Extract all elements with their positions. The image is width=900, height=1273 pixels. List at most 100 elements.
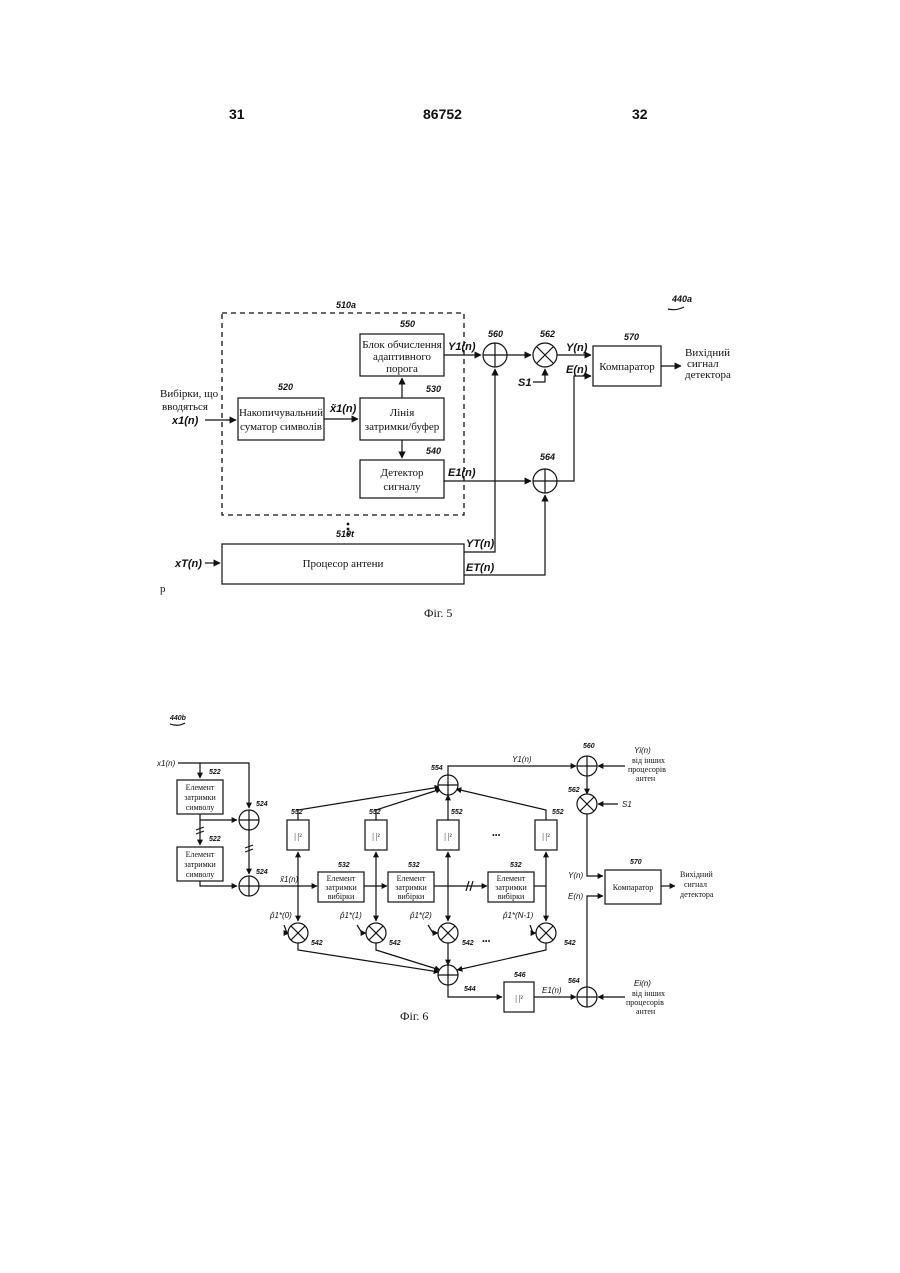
adaptive-label-2: адаптивного [373,351,432,363]
m2-to-544 [376,943,440,970]
562-to-comparator [587,814,603,876]
554-to-560 [448,766,576,775]
ellipsis-dot-1 [347,523,350,526]
abs-546-label: | |² [515,994,523,1003]
adaptive-label-1: Блок обчислення [362,339,441,351]
ref-530: 530 [426,384,441,394]
sym-delay-1-l2: затримки [184,793,216,802]
et-label: ET(n) [466,562,494,574]
pN-label: p̂1*(N-1) [502,911,534,920]
output-6-3: детектора [680,890,714,899]
ei-label: E1(n) [542,986,562,995]
e-n-label-6: E(n) [568,892,583,901]
samp-delay-2-l2: затримки [395,883,427,892]
x-acc-label: x̃1(n) [279,875,299,884]
ei-other-1: від інших [632,989,665,998]
ref-546: 546 [514,972,526,979]
e-to-comparator-arrow [557,376,591,481]
ref-510a: 510a [336,300,356,310]
ref-440b: 440b [169,715,187,722]
ei-other-2: процесорів [626,998,664,1007]
output-6-1: Вихідний [680,870,713,879]
sym-delay-2-l1: Елемент [186,850,215,859]
ref-440b-leader [170,723,185,725]
detector-label-1: Детектор [380,467,424,479]
s1-label: S1 [518,377,531,389]
abs-3-label: | |² [444,832,452,841]
ref-440a: 440a [671,294,692,304]
accumulator-block [238,398,324,440]
e1-label: E1(n) [448,467,476,479]
samp-delay-3-l1: Елемент [497,874,526,883]
figure-6: 440b x1(n) 522 Елемент затримки символу … [156,715,714,1023]
ref-524-a: 524 [256,801,268,808]
ref-542-c: 542 [462,940,474,947]
samp-delay-2-l1: Елемент [397,874,426,883]
x1-input-label: x1(n) [171,415,199,427]
fig6-caption: Фіг. 6 [400,1009,428,1023]
ref-554: 554 [431,765,443,772]
ref-562: 562 [540,329,555,339]
ref-562: 562 [568,787,580,794]
ref-544: 544 [464,986,476,993]
sym-delay-2-l2: затримки [184,860,216,869]
ref-552-b: 552 [369,809,381,816]
ref-520: 520 [278,382,293,392]
figure-5: 440a 510a Вибірки, що вводяться x1(n) 52… [160,294,731,620]
ref-524-b: 524 [256,869,268,876]
ref-542-a: 542 [311,940,323,947]
detector-label-2: сигналу [383,481,421,493]
ref-532-c: 532 [510,862,522,869]
yt-label: YT(n) [466,538,494,550]
stray-mark: р [160,583,166,595]
dots-bottom: ••• [482,937,491,946]
fig5-caption: Фіг. 5 [424,606,452,620]
yi-other-label: Yi(n) [634,746,651,755]
ref-542-d: 542 [564,940,576,947]
delay-label-1: Лінія [390,407,415,419]
ei-other-label: Ei(n) [634,979,651,988]
y1-label: Y1(n) [448,341,476,353]
samp-delay-3-l2: затримки [495,883,527,892]
abs-1-label: | |² [294,832,302,841]
yi-other-3: антен [636,774,656,783]
m4-to-544 [457,943,546,970]
ref-510t: 510t [336,529,355,539]
comparator-label-6: Компаратор [613,883,653,892]
delay2-to-sum [200,881,237,886]
yt-arrow [464,369,495,552]
delay-label-2: затримки/буфер [365,421,440,433]
adaptive-label-3: порога [386,363,418,375]
abs2-to-554 [376,789,441,820]
samp-delay-3-l3: вибірки [498,892,525,901]
p2-arrow [428,925,438,933]
s1-arrow [533,369,545,382]
output-6-2: сигнал [684,880,707,889]
yi-other-1: від інших [632,756,665,765]
abs-4-label: | |² [542,832,550,841]
ref-532-b: 532 [408,862,420,869]
ref-540: 540 [426,446,441,456]
ref-552-d: 552 [552,809,564,816]
ref-522-a: 522 [209,769,221,776]
abs4-to-554 [456,789,546,820]
sym-delay-1-l3: символу [186,803,215,812]
ref-552-c: 552 [451,809,463,816]
y-n-label: Y(n) [566,342,588,354]
ref-560: 560 [583,743,595,750]
antenna-processor-label: Процесор антени [303,558,384,570]
ref-560: 560 [488,329,503,339]
samp-delay-2-l3: вибірки [398,892,425,901]
ref-leader [668,307,684,310]
samp-delay-1-l2: затримки [325,883,357,892]
ref-570-6: 570 [630,859,642,866]
delay-buffer-block [360,398,444,440]
sym-delay-2-l3: символу [186,870,215,879]
sym-delay-1-l1: Елемент [186,783,215,792]
x1-acc-label: x̃1(n) [329,403,357,415]
s1-label-6: S1 [622,800,632,809]
ref-532-a: 532 [338,862,350,869]
abs-2-label: | |² [372,832,380,841]
xin-label: x1(n) [156,759,176,768]
